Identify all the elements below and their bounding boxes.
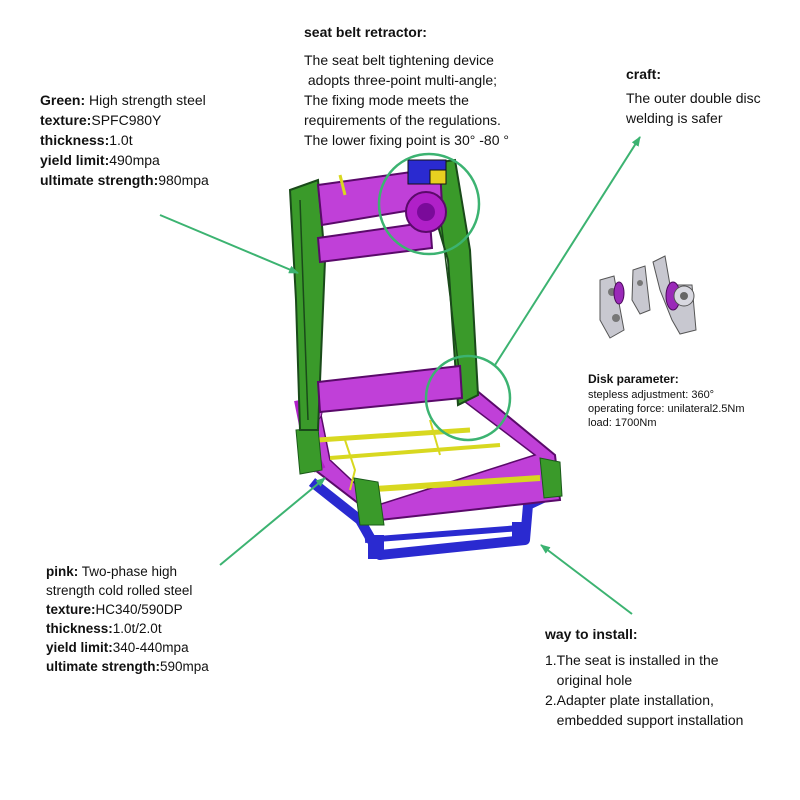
disk-line: operating force: unilateral2.5Nm	[588, 403, 745, 415]
retractor-line: requirements of the regulations.	[304, 112, 501, 128]
green-material-arrow	[159, 214, 299, 274]
green-material-block: Green: High strength steel texture:SPFC9…	[40, 90, 209, 190]
craft-callout-circle	[424, 354, 512, 442]
pink-thickness-value: 1.0t/2.0t	[112, 621, 162, 636]
disk-heading: Disk parameter:	[588, 372, 679, 386]
green-strength-value: 980mpa	[158, 172, 209, 188]
install-line: 2.Adapter plate installation,	[545, 692, 714, 708]
craft-line: welding is safer	[626, 110, 723, 126]
green-yield-value: 490mpa	[109, 152, 160, 168]
retractor-callout-circle	[377, 152, 481, 256]
pink-yield-value: 340-440mpa	[112, 640, 189, 655]
retractor-line: The lower fixing point is 30° -80 °	[304, 132, 509, 148]
backrest-side-members	[288, 158, 480, 431]
retractor-line: The fixing mode meets the	[304, 92, 469, 108]
pink-material-block: pink: Two-phase high strength cold rolle…	[46, 562, 209, 676]
retractor-heading: seat belt retractor:	[304, 24, 427, 40]
green-title-label: Green:	[40, 92, 86, 108]
green-title-value: High strength steel	[85, 92, 206, 108]
install-line: embedded support installation	[545, 712, 744, 728]
craft-heading: craft:	[626, 66, 662, 82]
green-texture-label: texture:	[40, 112, 92, 128]
green-texture-value: SPFC980Y	[91, 112, 162, 128]
disk-line: stepless adjustment: 360°	[588, 389, 715, 401]
green-thickness-label: thickness:	[40, 132, 110, 148]
green-yield-label: yield limit:	[40, 152, 110, 168]
pink-yield-label: yield limit:	[46, 640, 113, 655]
pink-material-arrow	[219, 477, 326, 566]
craft-block: craft: The outer double disc welding is …	[626, 64, 761, 128]
install-line: original hole	[545, 672, 633, 688]
retractor-unit	[405, 159, 447, 233]
retractor-line: The seat belt tightening device	[304, 52, 494, 68]
green-side-brackets	[295, 427, 563, 526]
green-strength-label: ultimate strength:	[40, 172, 159, 188]
install-heading: way to install:	[545, 626, 638, 642]
pink-strength-value: 590mpa	[160, 659, 209, 674]
disk-line: load: 1700Nm	[588, 417, 657, 429]
pink-strength-label: ultimate strength:	[46, 659, 161, 674]
pink-texture-value: HC340/590DP	[95, 602, 183, 617]
craft-arrow	[494, 136, 641, 366]
craft-line: The outer double disc	[626, 90, 761, 106]
pink-texture-label: texture:	[46, 602, 96, 617]
pink-thickness-label: thickness:	[46, 621, 113, 636]
retractor-line: adopts three-point multi-angle;	[304, 72, 497, 88]
pink-title-line2: strength cold rolled steel	[46, 583, 193, 598]
install-line: 1.The seat is installed in the	[545, 652, 719, 668]
disk-parts-illustration	[599, 255, 697, 339]
disk-parameter-block: Disk parameter: stepless adjustment: 360…	[588, 370, 745, 430]
retractor-block: seat belt retractor: The seat belt tight…	[304, 22, 509, 150]
pink-title-value: Two-phase high	[78, 564, 178, 579]
pink-title-label: pink:	[46, 564, 79, 579]
install-block: way to install: 1.The seat is installed …	[545, 624, 743, 730]
install-arrow	[540, 544, 633, 615]
green-thickness-value: 1.0t	[109, 132, 133, 148]
